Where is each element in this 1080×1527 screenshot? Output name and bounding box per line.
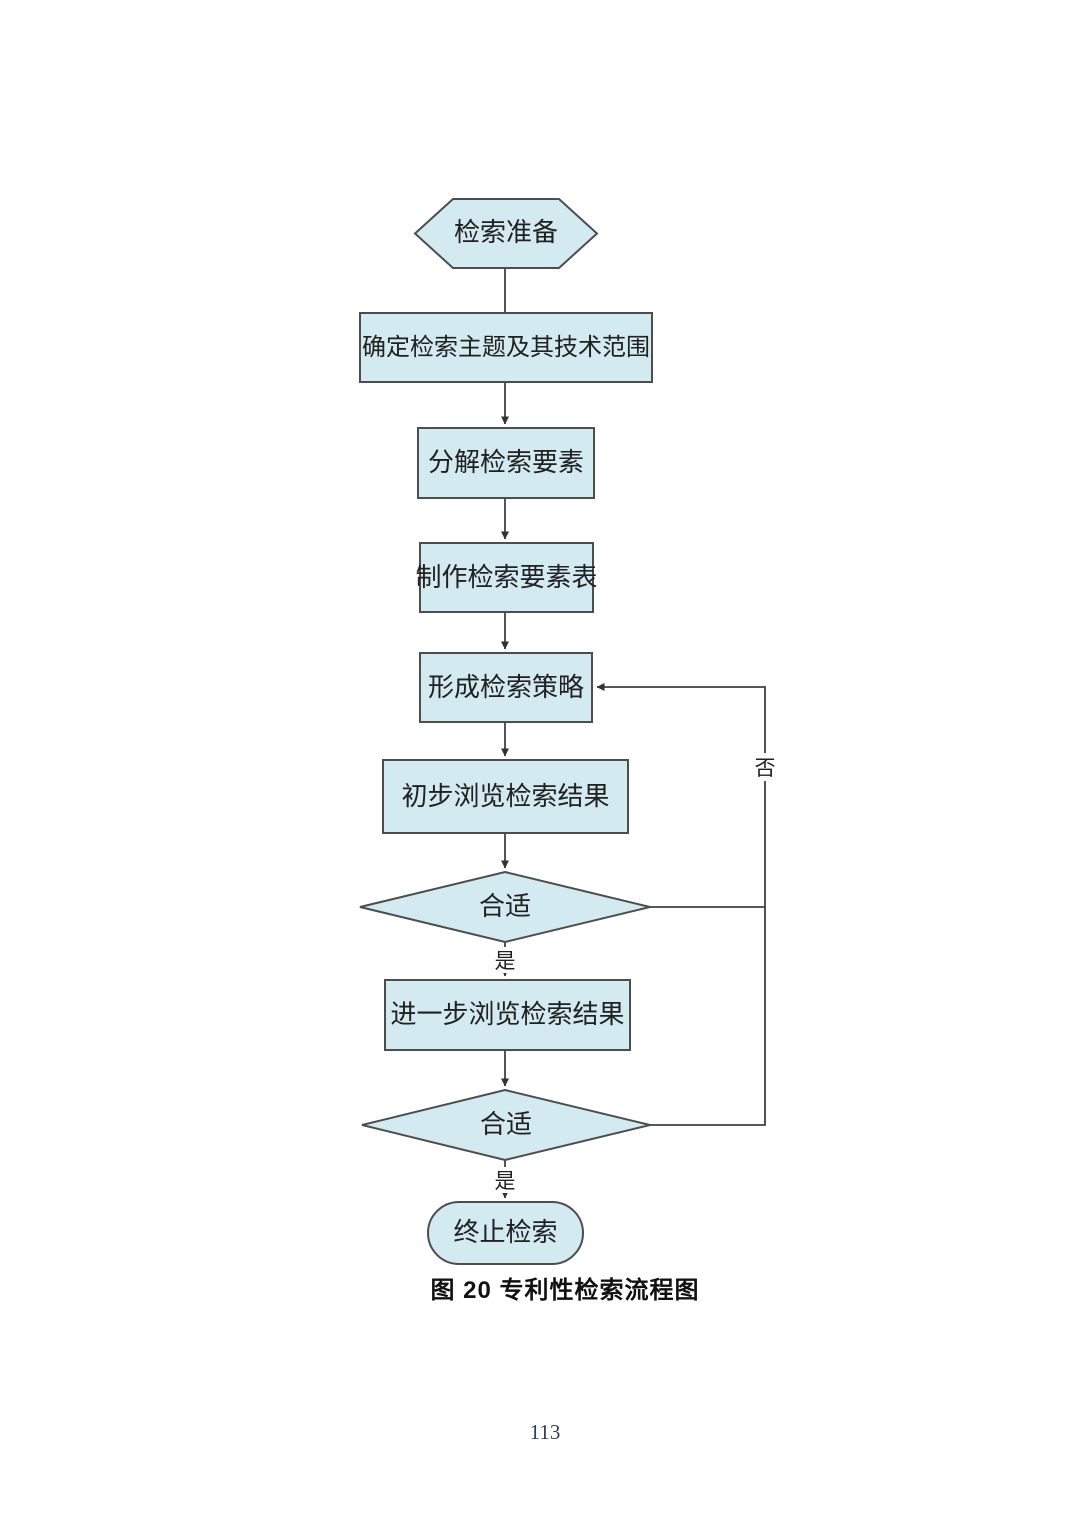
process-box-further xyxy=(384,979,631,1051)
node-label-prepare: 检索准备 xyxy=(453,217,558,248)
edge-label-yes-1: 是 xyxy=(489,947,521,973)
figure-caption: 图 20 专利性检索流程图 xyxy=(430,1276,700,1304)
process-box-strategy xyxy=(419,652,593,723)
node-label-decision2: 合适 xyxy=(479,1109,532,1140)
node-label-strategy: 形成检索策略 xyxy=(427,671,584,702)
node-label-topic: 确定检索主题及其技术范围 xyxy=(362,333,650,361)
terminator-stadium xyxy=(427,1201,584,1265)
node-label-table: 制作检索要素表 xyxy=(415,561,598,592)
node-label-further: 进一步浏览检索结果 xyxy=(390,999,625,1030)
node-label-preview: 初步浏览检索结果 xyxy=(401,780,610,811)
preparation-hexagon-shape xyxy=(413,198,599,269)
page-number: 113 xyxy=(529,1419,561,1444)
decision-diamond-2 xyxy=(361,1088,651,1162)
process-box-preview xyxy=(382,759,629,834)
edge-label-no: 否 xyxy=(749,753,781,781)
edge-label-yes-2: 是 xyxy=(489,1167,521,1193)
process-box-decompose xyxy=(417,427,595,499)
node-label-decompose: 分解检索要素 xyxy=(427,447,584,478)
process-box-table xyxy=(419,542,594,613)
connector-no-feedback-loop xyxy=(596,683,766,1126)
node-label-decision1: 合适 xyxy=(478,891,531,922)
node-label-terminate: 终止检索 xyxy=(453,1217,558,1248)
decision-diamond-1 xyxy=(359,870,651,944)
process-box-topic xyxy=(359,312,653,383)
